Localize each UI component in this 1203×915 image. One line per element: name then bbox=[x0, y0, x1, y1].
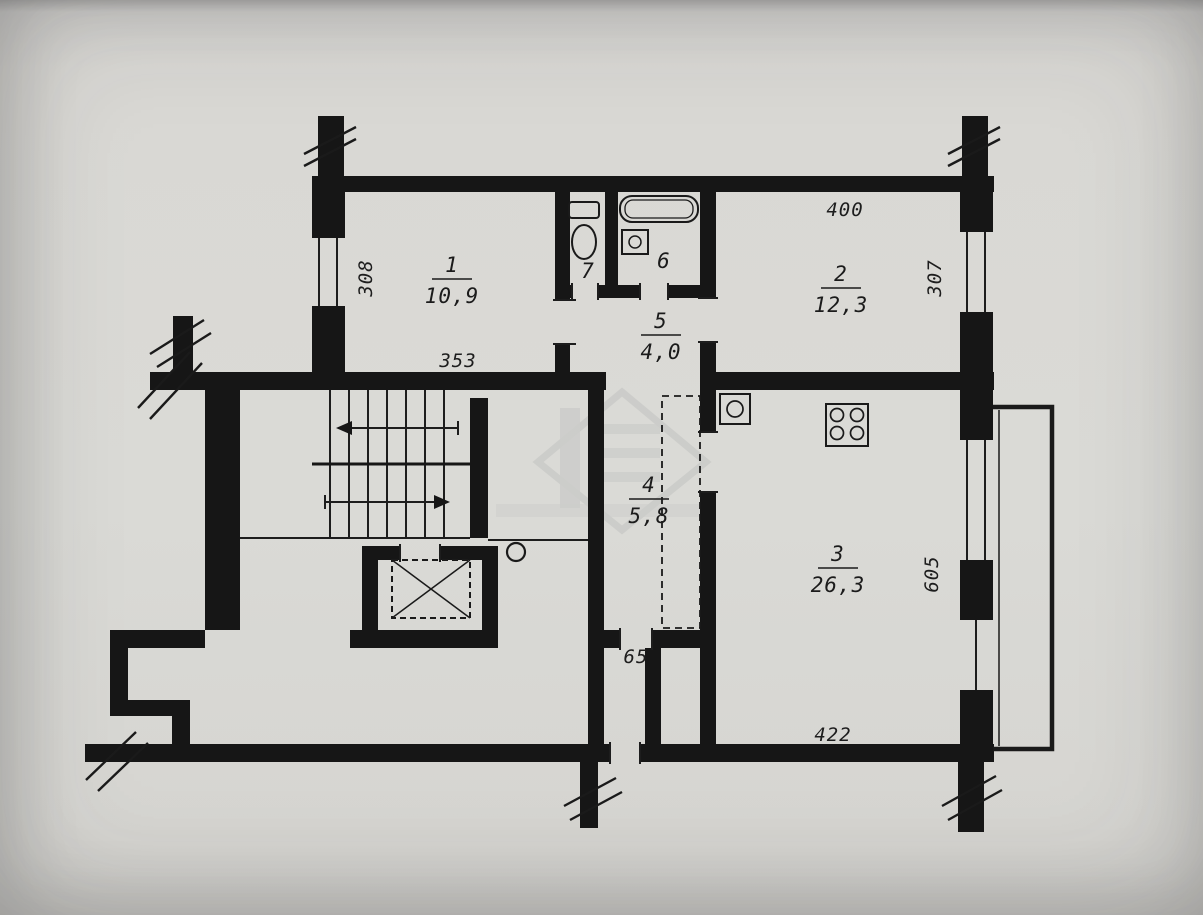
dim-entry-door-width: 65 bbox=[624, 646, 649, 668]
elevator-shaft bbox=[391, 559, 471, 619]
room-2-area: 12,3 bbox=[814, 293, 869, 317]
wall-break-marks bbox=[85, 125, 1003, 822]
window-lines bbox=[318, 232, 986, 690]
room-5-area: 4,0 bbox=[641, 340, 682, 364]
room-5-number: 5 bbox=[654, 309, 668, 333]
dim-room1-width: 353 bbox=[438, 350, 476, 372]
dim-room3-width: 422 bbox=[814, 724, 851, 746]
stair-direction-arrow-down bbox=[324, 495, 450, 509]
dim-room2-depth: 307 bbox=[924, 259, 946, 297]
room-4-area: 5,8 bbox=[629, 504, 670, 528]
wardrobe-dashed-outline bbox=[661, 395, 701, 629]
room-6-number: 6 bbox=[657, 249, 671, 273]
walls bbox=[85, 116, 994, 832]
room-7-number: 7 bbox=[581, 259, 595, 283]
washbasin-icon bbox=[621, 229, 649, 255]
room-2-number: 2 bbox=[834, 262, 848, 286]
dimension-labels: 400 308 307 353 605 422 65 bbox=[355, 199, 946, 746]
room-1-area: 10,9 bbox=[425, 284, 480, 308]
watermark bbox=[496, 387, 712, 535]
room-1-number: 1 bbox=[445, 253, 459, 277]
room-3-number: 3 bbox=[830, 542, 845, 566]
room-4-number: 4 bbox=[642, 473, 656, 497]
toilet-icon bbox=[568, 201, 600, 260]
dim-room1-depth: 308 bbox=[355, 259, 377, 297]
balcony bbox=[993, 404, 1055, 752]
stair-direction-arrow-up bbox=[336, 421, 459, 435]
kitchen-sink-icon bbox=[719, 393, 751, 425]
dim-room3-depth: 605 bbox=[921, 555, 943, 592]
stove-icon bbox=[825, 403, 869, 447]
dim-room2-width: 400 bbox=[826, 199, 863, 221]
staircase bbox=[240, 390, 470, 539]
garbage-chute-icon bbox=[505, 541, 527, 563]
room-labels: 1 10,9 2 12,3 3 26,3 4 5,8 5 4,0 6 7 bbox=[425, 249, 869, 597]
bathtub-icon bbox=[619, 195, 699, 223]
door-jamb-lines bbox=[399, 283, 718, 764]
room-3-area: 26,3 bbox=[811, 573, 866, 597]
